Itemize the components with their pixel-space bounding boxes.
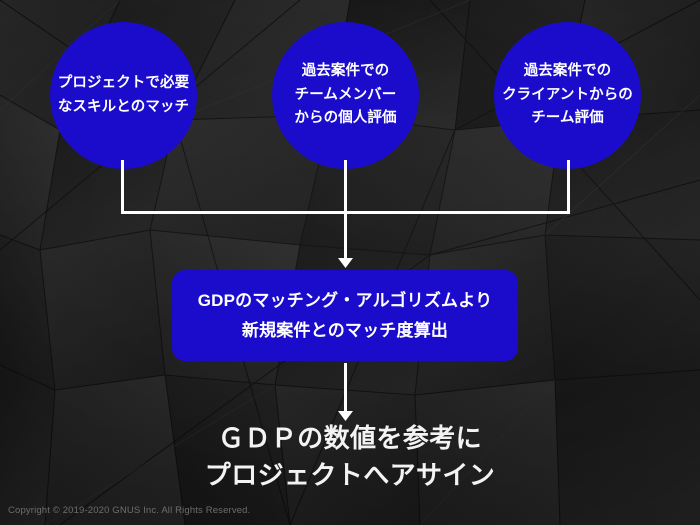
- node-gdp-algorithm-label: GDPのマッチング・アルゴリズムより 新規案件とのマッチ度算出: [197, 291, 493, 340]
- node-skill-match[interactable]: プロジェクトで必要 なスキルとのマッチ: [50, 22, 197, 169]
- copyright-notice: Copyright © 2019-2020 GNUS Inc. All Righ…: [8, 505, 251, 516]
- node-client-review[interactable]: 過去案件での クライアントからの チーム評価: [494, 22, 641, 169]
- outcome-headline: ＧＤＰの数値を参考に プロジェクトへアサイン: [0, 420, 700, 495]
- node-gdp-algorithm[interactable]: GDPのマッチング・アルゴリズムより 新規案件とのマッチ度算出: [172, 270, 518, 361]
- node-peer-review-label: 過去案件での チームメンバー からの個人評価: [294, 63, 397, 127]
- footer: Copyright © 2019-2020 GNUS Inc. All Righ…: [8, 500, 250, 518]
- outcome-headline-label: ＧＤＰの数値を参考に プロジェクトへアサイン: [204, 423, 496, 491]
- node-skill-match-label: プロジェクトで必要 なスキルとのマッチ: [57, 75, 190, 115]
- node-client-review-label: 過去案件での クライアントからの チーム評価: [502, 63, 633, 127]
- node-peer-review[interactable]: 過去案件での チームメンバー からの個人評価: [272, 22, 419, 169]
